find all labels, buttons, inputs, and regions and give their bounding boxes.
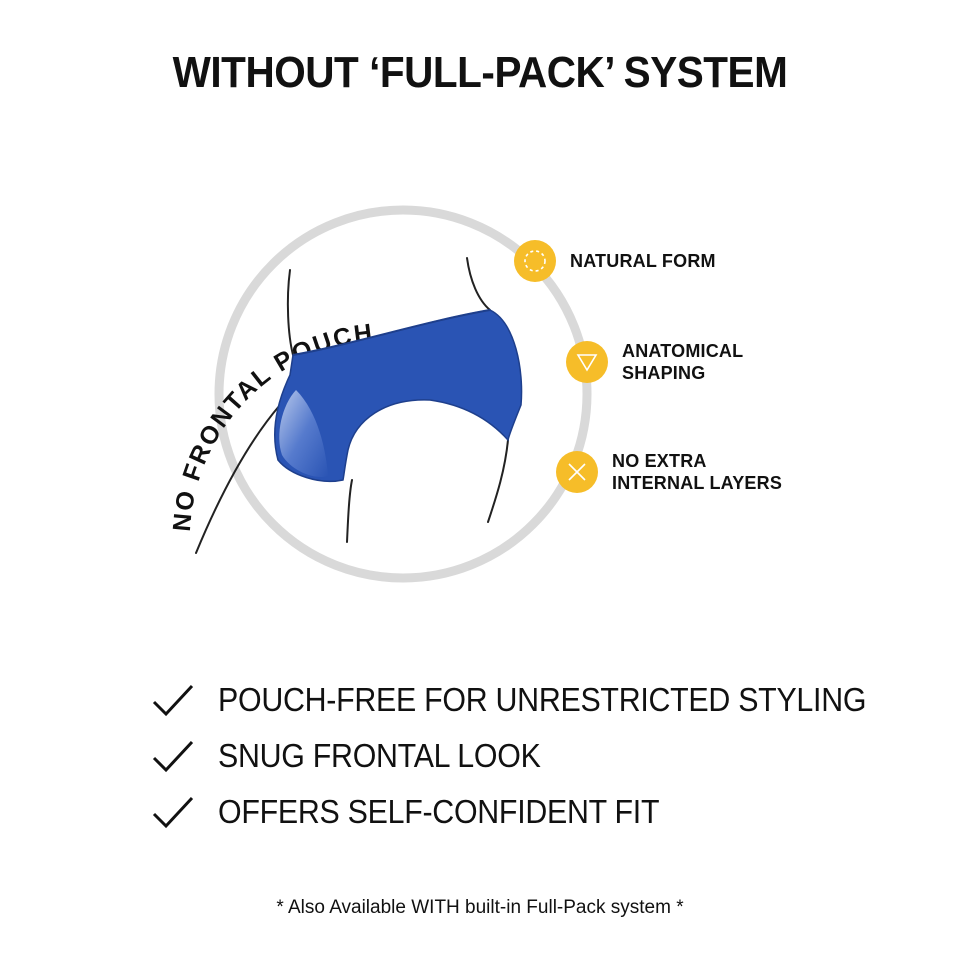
checkmark-icon bbox=[152, 684, 194, 717]
feature-no-extra-layers: NO EXTRA INTERNAL LAYERS bbox=[556, 450, 782, 494]
footnote: * Also Available WITH built-in Full-Pack… bbox=[276, 897, 684, 918]
benefit-text: SNUG FRONTAL LOOK bbox=[218, 737, 541, 774]
briefs-waistband bbox=[292, 309, 491, 356]
feature-label: NO EXTRA INTERNAL LAYERS bbox=[612, 451, 783, 493]
feature-label: ANATOMICAL SHAPING bbox=[622, 341, 744, 383]
feature-natural-form: NATURAL FORM bbox=[514, 240, 716, 282]
benefit-item: POUCH-FREE FOR UNRESTRICTED STYLING bbox=[150, 672, 866, 728]
page-title: WITHOUT ‘FULL-PACK’ SYSTEM bbox=[172, 48, 788, 97]
feature-anatomical-shaping: ANATOMICAL SHAPING bbox=[566, 340, 743, 384]
checkmark-icon bbox=[152, 796, 194, 829]
body-outline bbox=[195, 257, 509, 554]
triangle-down-icon bbox=[566, 341, 608, 383]
product-illustration: NO FRONTAL POUCH bbox=[168, 205, 592, 583]
dashed-circle-icon bbox=[514, 240, 556, 282]
ring-outline bbox=[214, 205, 592, 583]
cross-x-icon bbox=[556, 451, 598, 493]
feature-label: NATURAL FORM bbox=[570, 251, 716, 271]
benefit-item: OFFERS SELF-CONFIDENT FIT bbox=[150, 784, 850, 840]
benefit-text: POUCH-FREE FOR UNRESTRICTED STYLING bbox=[218, 681, 867, 718]
checkmark-icon bbox=[152, 740, 194, 773]
benefit-text: OFFERS SELF-CONFIDENT FIT bbox=[218, 793, 660, 830]
benefits-list: POUCH-FREE FOR UNRESTRICTED STYLING SNUG… bbox=[150, 672, 866, 840]
benefit-item: SNUG FRONTAL LOOK bbox=[150, 728, 850, 784]
pouch-highlight bbox=[279, 390, 328, 478]
